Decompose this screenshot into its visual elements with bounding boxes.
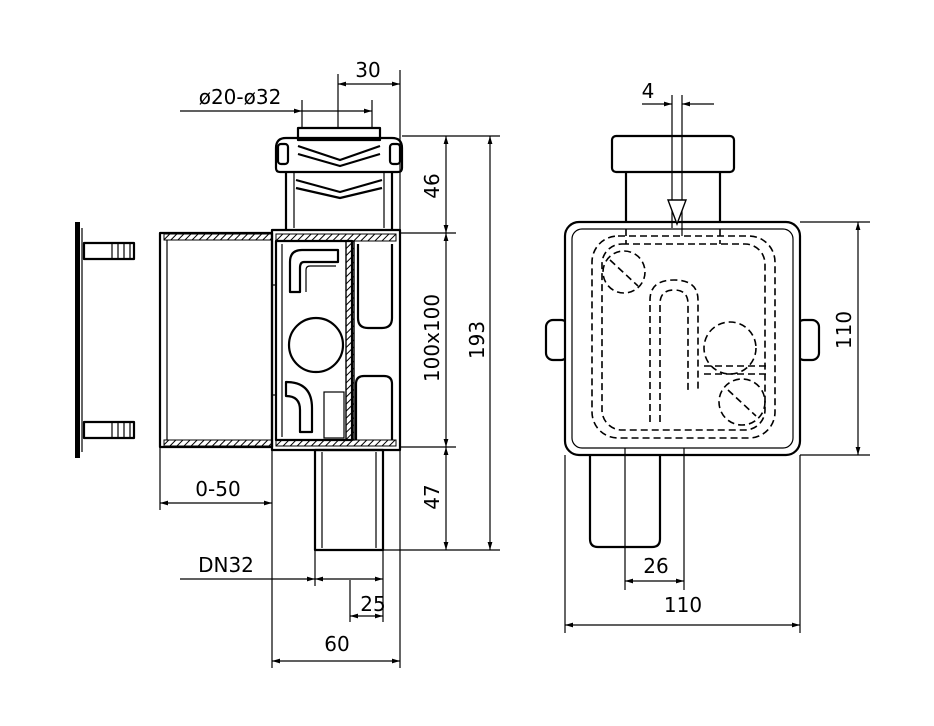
trap-box-side xyxy=(270,228,402,452)
hidden-chamber-inner xyxy=(601,243,766,431)
sleeve-body xyxy=(158,231,274,449)
upper-right-cup xyxy=(356,244,394,330)
extension-sleeve xyxy=(158,231,274,449)
upper-bolt-shaft xyxy=(82,241,136,261)
seal-lip xyxy=(297,152,381,168)
hidden-float xyxy=(703,321,757,375)
dim-label-60: 60 xyxy=(324,632,349,656)
seal-lip xyxy=(297,144,381,162)
dim-label-dn32: DN32 xyxy=(198,553,254,577)
dim-label-inlet-diameter: ø20-ø32 xyxy=(199,85,282,109)
lower-bolt xyxy=(82,420,136,440)
dim-top-width: 30 xyxy=(337,58,401,230)
box-outer xyxy=(563,220,802,457)
dim-label-193: 193 xyxy=(465,321,489,359)
dim-label-25: 25 xyxy=(360,592,385,616)
upper-elbow-inner xyxy=(305,265,336,292)
inlet-cap-front xyxy=(610,134,736,174)
sleeve-top-band xyxy=(163,233,273,241)
dim-front-outlet: 26 xyxy=(624,448,685,590)
dim-vertical-side: 46 100x100 47 193 xyxy=(383,135,500,551)
dim-label-26: 26 xyxy=(643,554,668,578)
upper-elbow xyxy=(288,248,340,294)
divider-wall xyxy=(345,240,355,441)
lower-bolt-shaft xyxy=(82,420,136,440)
seal-lip xyxy=(295,178,383,194)
seal-clip-right xyxy=(388,142,402,166)
sleeve-bottom-band xyxy=(163,439,273,447)
dim-label-30: 30 xyxy=(355,58,380,82)
dim-label-100x100: 100x100 xyxy=(420,294,444,382)
dim-label-4: 4 xyxy=(642,79,655,103)
dim-front-width: 110 xyxy=(564,455,801,633)
upper-bolt xyxy=(82,241,136,261)
dim-label-0-50: 0-50 xyxy=(195,477,240,501)
screw-slot xyxy=(609,259,639,287)
inlet-cap xyxy=(274,136,404,174)
dim-bottom-side: 0-50 DN32 25 60 xyxy=(159,447,401,668)
wall-plate xyxy=(75,222,83,458)
dim-front-height: 110 xyxy=(800,221,870,456)
lower-elbow xyxy=(284,380,314,434)
trap-float xyxy=(287,316,345,374)
hidden-siphon-pipe-inner xyxy=(659,289,689,422)
bottom-outlet-side xyxy=(313,448,385,552)
dim-label-110-width: 110 xyxy=(664,593,702,617)
dim-front-offset: 4 xyxy=(642,79,714,236)
flow-arrow xyxy=(666,199,688,226)
top-inlet-side xyxy=(274,126,404,230)
hidden-siphon-pipe xyxy=(649,279,699,422)
outlet-pipe xyxy=(313,448,385,552)
front-view: 4 110 26 110 xyxy=(544,79,870,633)
dim-label-46: 46 xyxy=(420,173,444,198)
inlet-tube-top xyxy=(296,126,382,142)
hidden-screw-upper xyxy=(602,250,646,294)
hidden-chamber-outer xyxy=(591,235,776,439)
lower-right-cup xyxy=(354,374,394,440)
lower-chamber xyxy=(323,391,345,439)
hidden-screw-lower xyxy=(718,378,766,426)
wall-plate-body xyxy=(75,222,80,458)
dim-label-47: 47 xyxy=(420,484,444,509)
dim-inlet-diameter: ø20-ø32 xyxy=(180,85,373,128)
seal-clip-left xyxy=(276,142,290,166)
screw-slot xyxy=(727,389,757,417)
side-view: 30 ø20-ø32 46 100x100 47 193 xyxy=(75,58,500,668)
trap-box-front xyxy=(563,220,802,457)
seal-lip xyxy=(295,186,383,200)
top-inlet-front xyxy=(610,134,736,228)
dim-label-110-height: 110 xyxy=(832,311,856,349)
